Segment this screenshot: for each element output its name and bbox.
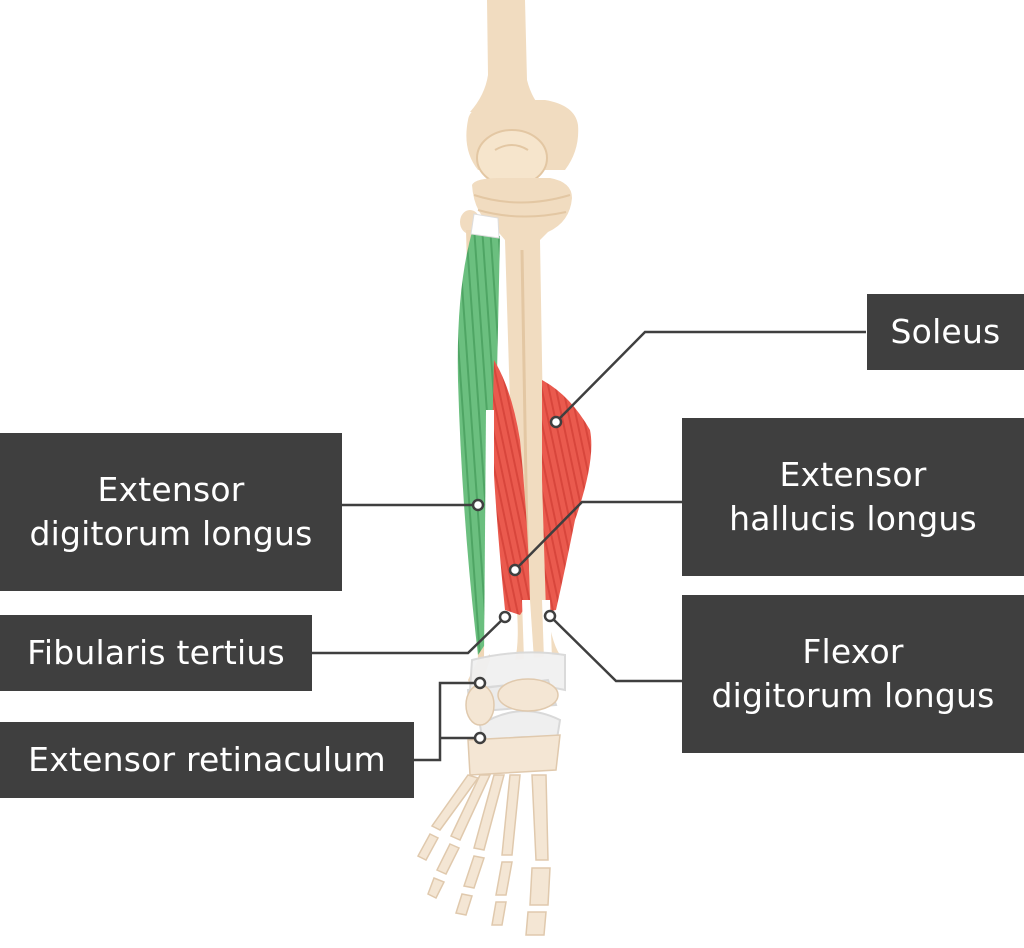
dot-flexor-digitorum-longus bbox=[543, 609, 557, 623]
label-soleus: Soleus bbox=[867, 294, 1024, 370]
extensor-hallucis-longus-muscle bbox=[492, 360, 530, 615]
label-soleus-text: Soleus bbox=[890, 312, 1001, 351]
dot-fibularis-tertius bbox=[498, 610, 512, 624]
leader-extensor-retinaculum bbox=[414, 681, 480, 762]
leader-flexor-digitorum-longus bbox=[549, 615, 682, 683]
leader-lines bbox=[312, 330, 866, 762]
label-extensor-retinaculum: Extensor retinaculum bbox=[0, 722, 414, 798]
femur bbox=[466, 0, 579, 187]
label-fdl-line1: Flexor bbox=[802, 632, 904, 671]
dot-extensor-retinaculum-2 bbox=[473, 731, 487, 745]
label-ehl-line2: hallucis longus bbox=[729, 499, 977, 538]
label-fibularis-tertius-text: Fibularis tertius bbox=[27, 633, 285, 672]
foot-bones bbox=[416, 678, 561, 936]
leader-dots bbox=[471, 415, 563, 745]
soleus-muscle bbox=[542, 380, 592, 612]
leader-soleus bbox=[555, 330, 866, 423]
label-fibularis-tertius: Fibularis tertius bbox=[0, 615, 312, 691]
label-edl-line2: digitorum longus bbox=[29, 514, 313, 553]
dot-soleus bbox=[549, 415, 563, 429]
dot-extensor-digitorum-longus bbox=[471, 498, 485, 512]
label-edl-line1: Extensor bbox=[97, 470, 245, 509]
tendons bbox=[484, 410, 552, 660]
dot-extensor-hallucis-longus bbox=[508, 563, 522, 577]
label-extensor-hallucis-longus: Extensor hallucis longus bbox=[682, 418, 1024, 576]
dot-extensor-retinaculum-1 bbox=[473, 676, 487, 690]
label-extensor-retinaculum-text: Extensor retinaculum bbox=[28, 740, 386, 779]
leader-extensor-hallucis-longus bbox=[514, 500, 682, 571]
leader-fibularis-tertius bbox=[312, 616, 506, 655]
label-flexor-digitorum-longus: Flexor digitorum longus bbox=[682, 595, 1024, 753]
label-extensor-digitorum-longus: Extensor digitorum longus bbox=[0, 433, 342, 591]
label-fdl-line2: digitorum longus bbox=[711, 676, 995, 715]
label-ehl-line1: Extensor bbox=[779, 455, 927, 494]
